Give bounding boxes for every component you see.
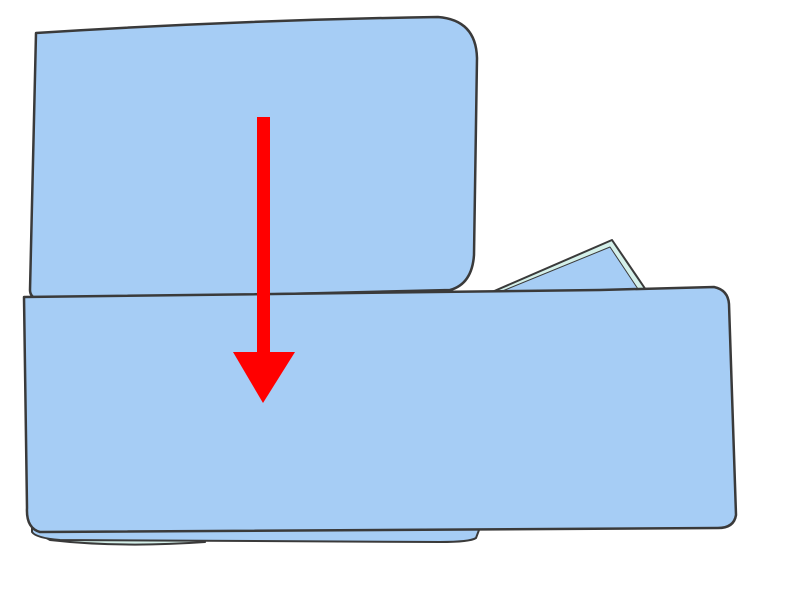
upper-panel xyxy=(28,15,479,302)
fold-direction-arrow xyxy=(233,117,295,403)
arrow-head xyxy=(233,352,295,403)
arrow-shaft xyxy=(257,117,270,360)
small-flap xyxy=(491,239,647,297)
lower-panel xyxy=(22,285,738,534)
